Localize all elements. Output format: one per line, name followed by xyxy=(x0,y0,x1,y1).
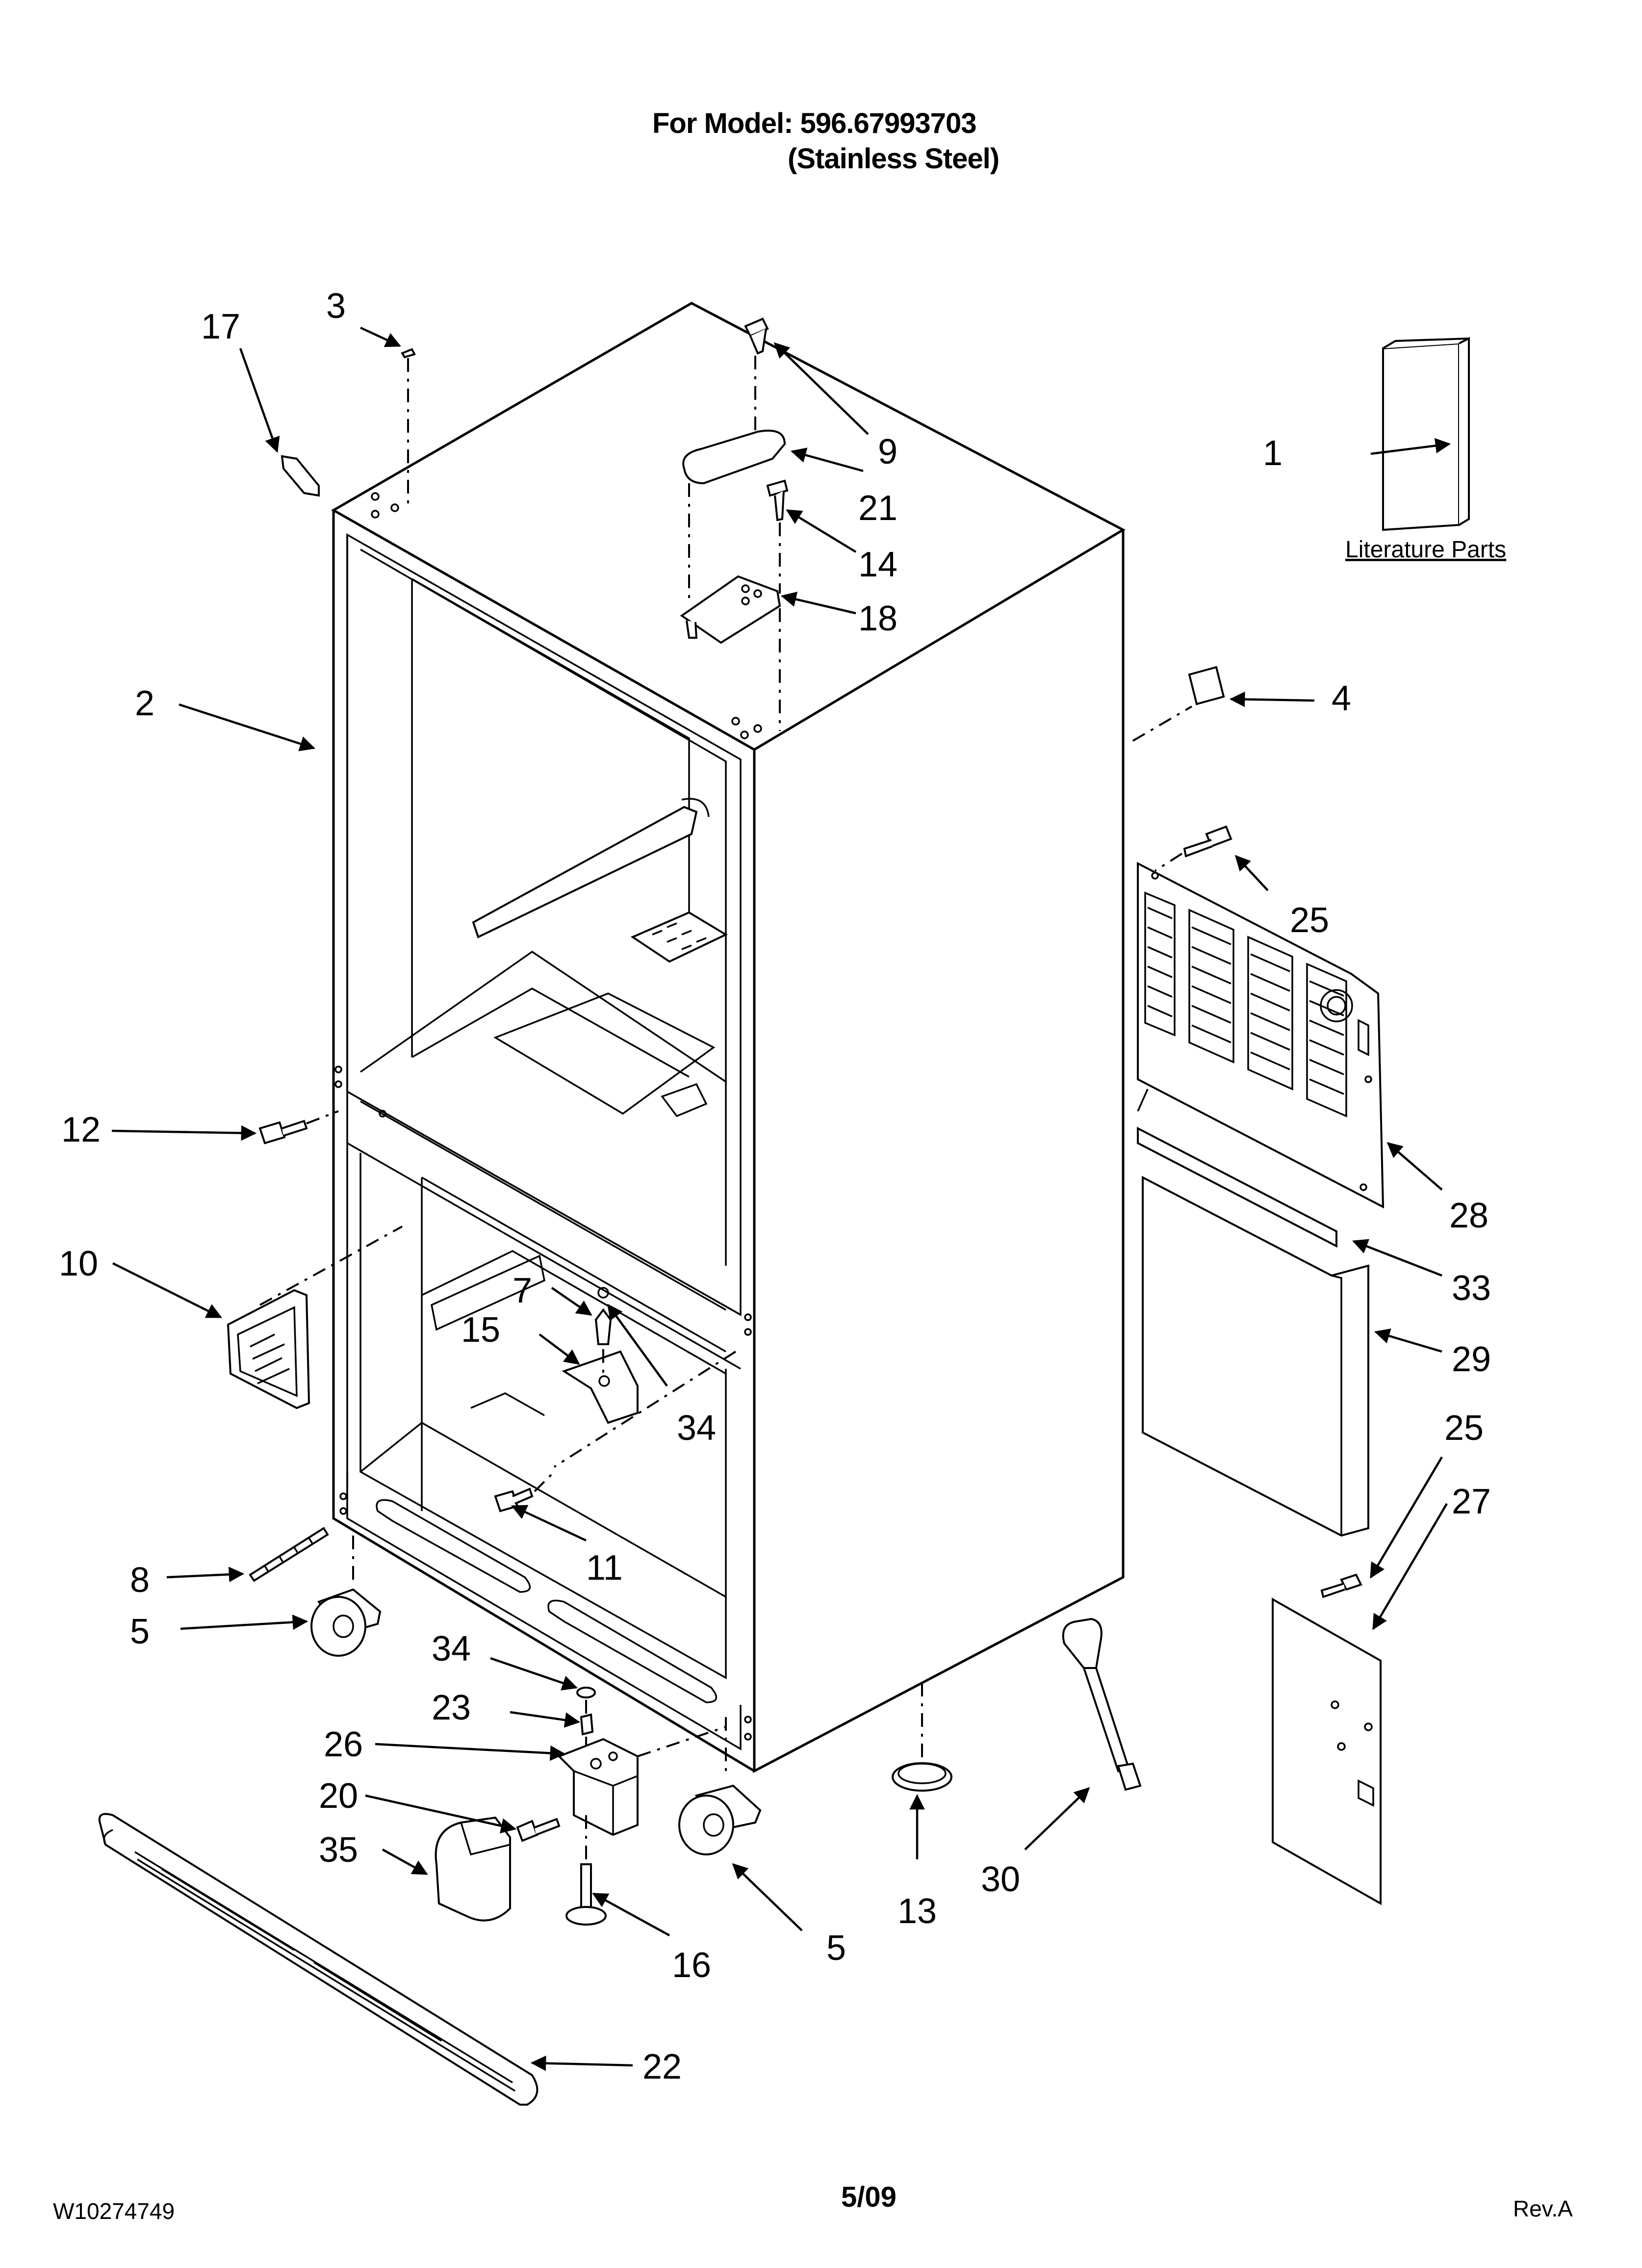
callout-4: 4 xyxy=(1332,679,1351,718)
callout-29: 29 xyxy=(1452,1340,1491,1379)
callout-27: 27 xyxy=(1452,1482,1491,1521)
callout-numbers: 1 2 3 4 5 5 7 8 9 10 11 12 13 14 15 16 1… xyxy=(59,287,1491,2086)
callout-30: 30 xyxy=(981,1860,1020,1899)
callout-9: 9 xyxy=(878,432,898,471)
callout-20: 20 xyxy=(319,1776,358,1816)
center-hinge-bracket xyxy=(553,1287,737,1468)
callout-34-lower: 34 xyxy=(432,1629,471,1668)
page-date: 5/09 xyxy=(841,2181,897,2213)
screw-8 xyxy=(249,1527,329,1582)
part-30 xyxy=(1062,1617,1142,1791)
screw-3 xyxy=(401,348,416,510)
screw-25-upper xyxy=(1154,825,1232,872)
literature-parts: Literature Parts xyxy=(1345,337,1506,563)
leveler-bracket-26 xyxy=(557,1687,726,1836)
callout-21: 21 xyxy=(858,489,898,528)
callout-17: 17 xyxy=(201,307,240,346)
finish-subtitle: (Stainless Steel) xyxy=(788,143,1000,175)
control-10 xyxy=(227,1225,403,1409)
toe-grille-22 xyxy=(98,1813,539,2106)
callout-16: 16 xyxy=(672,1946,711,1985)
callout-11: 11 xyxy=(586,1548,623,1588)
callout-25-lower: 25 xyxy=(1444,1408,1484,1448)
literature-parts-label: Literature Parts xyxy=(1345,537,1506,563)
callout-14: 14 xyxy=(858,545,898,584)
callout-23: 23 xyxy=(432,1688,471,1727)
callout-5-right: 5 xyxy=(826,1929,846,1968)
callout-15: 15 xyxy=(461,1310,500,1350)
callout-10: 10 xyxy=(59,1244,98,1283)
callout-28: 28 xyxy=(1449,1196,1488,1235)
screw-12 xyxy=(258,1110,339,1145)
document-number: W10274749 xyxy=(53,2198,175,2224)
callout-33: 33 xyxy=(1452,1269,1491,1308)
screw-11 xyxy=(494,1471,555,1512)
revision: Rev.A xyxy=(1513,2196,1573,2221)
screw-20 xyxy=(516,1818,561,1842)
callout-22: 22 xyxy=(642,2047,682,2086)
callout-3: 3 xyxy=(326,287,346,326)
top-hinge-assembly xyxy=(680,317,789,731)
panel-29 xyxy=(1142,1175,1369,1537)
strip-33 xyxy=(1137,1089,1337,1248)
callout-1: 1 xyxy=(1263,434,1283,473)
callout-13: 13 xyxy=(898,1892,937,1931)
callout-8: 8 xyxy=(130,1561,150,1600)
refrigerator-cabinet xyxy=(331,302,1126,1773)
callout-2: 2 xyxy=(135,684,154,723)
screw-25-lower xyxy=(1320,1573,1362,1598)
clip-17 xyxy=(281,455,320,497)
leader-lines xyxy=(111,326,1451,2071)
callout-18: 18 xyxy=(858,599,898,638)
callout-35: 35 xyxy=(319,1830,358,1870)
callout-12: 12 xyxy=(61,1110,101,1149)
leveler-cover-35 xyxy=(435,1816,511,1922)
callout-26: 26 xyxy=(324,1725,363,1764)
callout-7: 7 xyxy=(513,1271,532,1310)
rear-cover-28 xyxy=(1137,861,1385,1209)
label-4 xyxy=(1132,666,1225,742)
callout-34-center: 34 xyxy=(677,1408,716,1448)
plug-13 xyxy=(892,1683,952,1792)
model-title: For Model: 596.67993703 xyxy=(652,107,976,139)
plate-27 xyxy=(1272,1597,1382,1905)
callout-25-upper: 25 xyxy=(1290,901,1329,940)
leveling-leg-16 xyxy=(565,1815,607,1926)
roller-5-left xyxy=(310,1536,382,1657)
callout-5-left: 5 xyxy=(130,1612,150,1651)
